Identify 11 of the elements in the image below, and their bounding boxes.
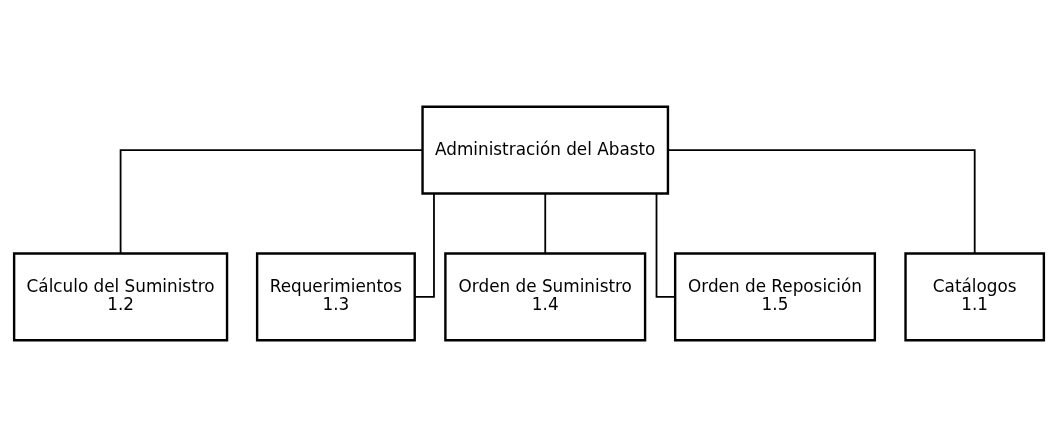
node-box: Requerimientos 1.3 [255,252,416,342]
node-box: Orden de Suministro 1.4 [444,252,647,342]
node-box: Orden de Reposición 1.5 [673,252,877,342]
node-box: Catálogos 1.1 [904,252,1046,342]
connector [667,149,976,255]
connector [655,192,676,298]
connector [544,192,547,255]
node-box: Administración del Abasto [421,105,670,195]
connector [414,192,435,298]
node-box: Cálculo del Suministro 1.2 [12,252,229,342]
connector [119,149,424,255]
